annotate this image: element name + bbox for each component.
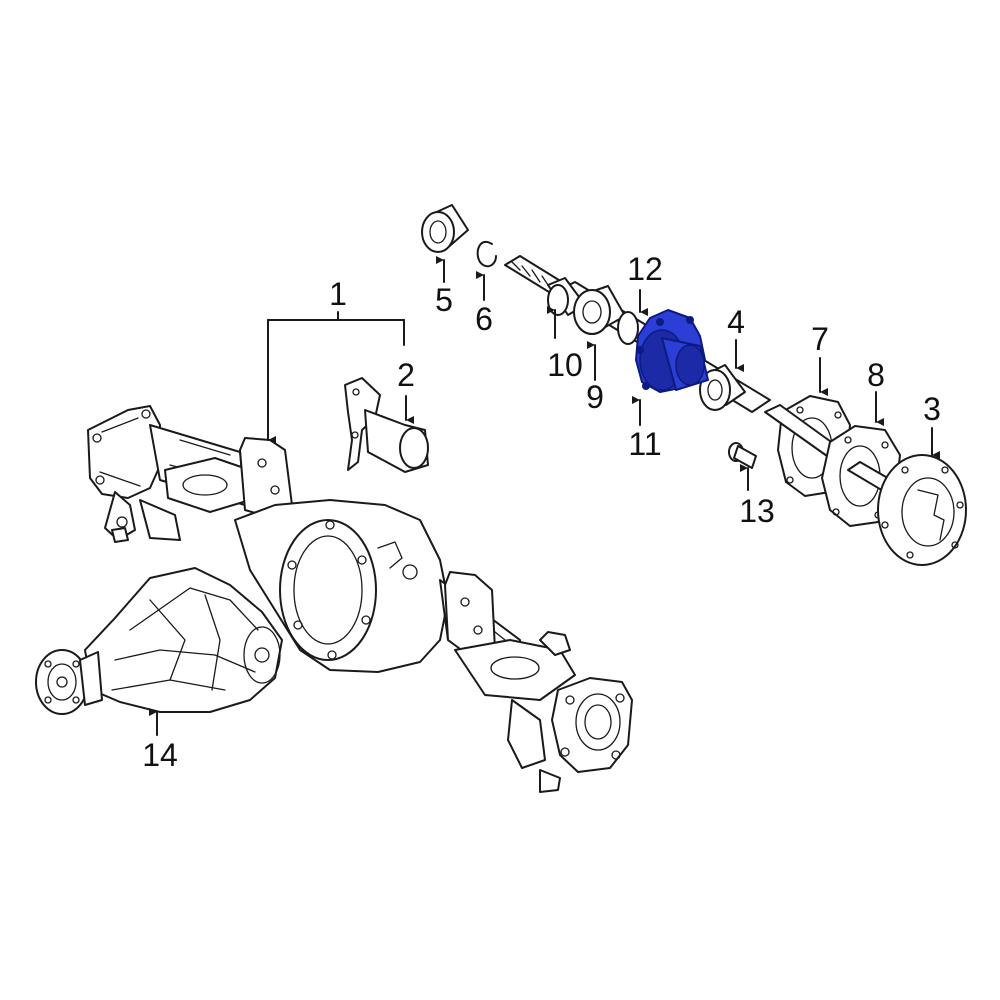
callout-9: 9 — [586, 379, 604, 415]
callout-3: 3 — [923, 391, 941, 427]
callout-13: 13 — [739, 493, 775, 529]
axle-flange-3 — [847, 454, 967, 566]
callout-10: 10 — [547, 347, 583, 383]
leader-lines — [149, 256, 940, 736]
callout-12: 12 — [627, 251, 663, 287]
callout-8: 8 — [867, 357, 885, 393]
callout-labels: 1 2 3 4 5 6 7 8 9 10 11 12 13 14 — [142, 251, 941, 773]
bracket-sleeve — [344, 377, 429, 473]
callout-7: 7 — [811, 321, 829, 357]
differential-carrier — [35, 567, 283, 715]
snap-ring — [476, 241, 497, 268]
callout-1: 1 — [329, 276, 347, 312]
bearing-retainer-highlighted — [635, 309, 709, 393]
callout-6: 6 — [475, 301, 493, 337]
callout-14: 14 — [142, 737, 178, 773]
hub-bolt — [728, 442, 757, 469]
axle-housing — [87, 405, 633, 793]
callout-5: 5 — [435, 282, 453, 318]
callout-4: 4 — [727, 304, 745, 340]
callout-2: 2 — [397, 357, 415, 393]
callout-11: 11 — [628, 426, 661, 462]
oil-seal — [421, 204, 469, 253]
